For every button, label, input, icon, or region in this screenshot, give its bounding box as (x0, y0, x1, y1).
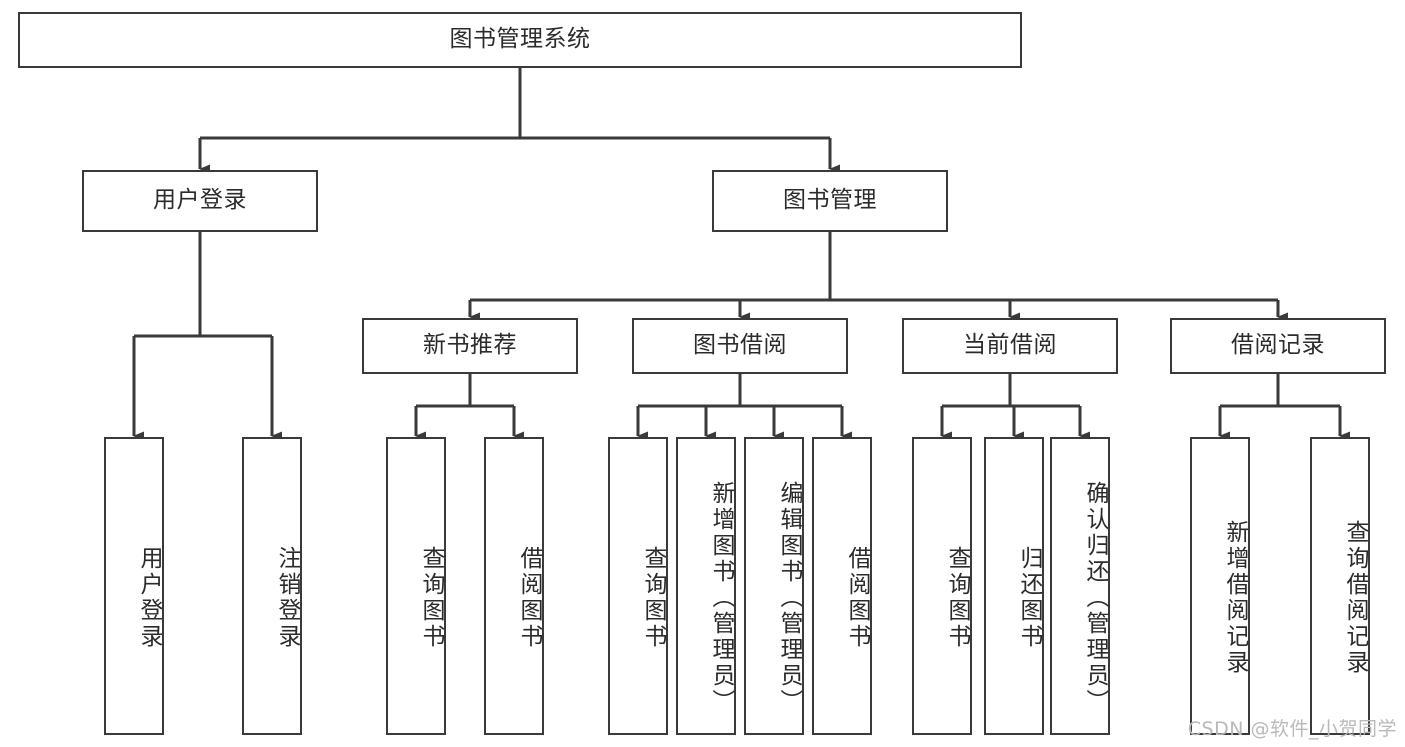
node-label: 用户登录 (136, 546, 162, 650)
leaf-return-book[interactable]: 归还图书 (984, 437, 1044, 735)
leaf-query-book-recommend[interactable]: 查询图书 (386, 437, 446, 735)
node-label: 确认归还（管理员） (1082, 481, 1108, 715)
leaf-confirm-return-admin[interactable]: 确认归还（管理员） (1050, 437, 1110, 735)
node-book-management[interactable]: 图书管理 (712, 170, 948, 232)
leaf-query-book-current[interactable]: 查询图书 (912, 437, 972, 735)
node-label: 新增借阅记录 (1222, 520, 1248, 676)
leaf-borrow-book[interactable]: 借阅图书 (812, 437, 872, 735)
node-root[interactable]: 图书管理系统 (18, 12, 1022, 68)
watermark: CSDN @软件_小贺同学 (1187, 718, 1397, 740)
node-label: 注销登录 (274, 546, 300, 650)
leaf-query-book-borrow[interactable]: 查询图书 (608, 437, 668, 735)
node-book-borrow[interactable]: 图书借阅 (632, 318, 848, 374)
node-label: 借阅记录 (1231, 332, 1325, 359)
leaf-add-book-admin[interactable]: 新增图书（管理员） (676, 437, 736, 735)
node-label: 借阅图书 (516, 546, 542, 650)
node-label: 新增图书（管理员） (708, 481, 734, 715)
node-borrow-record[interactable]: 借阅记录 (1170, 318, 1386, 374)
node-label: 新书推荐 (423, 332, 517, 359)
node-new-book-recommend[interactable]: 新书推荐 (362, 318, 578, 374)
node-label: 编辑图书（管理员） (776, 481, 802, 715)
leaf-edit-book-admin[interactable]: 编辑图书（管理员） (744, 437, 804, 735)
node-current-borrow[interactable]: 当前借阅 (902, 318, 1118, 374)
leaf-query-borrow-record[interactable]: 查询借阅记录 (1310, 437, 1370, 735)
node-label: 归还图书 (1016, 546, 1042, 650)
node-label: 当前借阅 (963, 332, 1057, 359)
node-user-login[interactable]: 用户登录 (82, 170, 318, 232)
leaf-add-borrow-record[interactable]: 新增借阅记录 (1190, 437, 1250, 735)
node-label: 用户登录 (153, 187, 247, 214)
node-label: 查询图书 (944, 546, 970, 650)
leaf-user-login[interactable]: 用户登录 (104, 437, 164, 735)
node-label: 查询图书 (418, 546, 444, 650)
node-label: 图书管理系统 (449, 26, 591, 53)
node-label: 借阅图书 (844, 546, 870, 650)
node-label: 查询图书 (640, 546, 666, 650)
leaf-logout[interactable]: 注销登录 (242, 437, 302, 735)
node-label: 图书借阅 (693, 332, 787, 359)
node-label: 查询借阅记录 (1342, 520, 1368, 676)
leaf-borrow-book-recommend[interactable]: 借阅图书 (484, 437, 544, 735)
node-label: 图书管理 (783, 187, 877, 214)
